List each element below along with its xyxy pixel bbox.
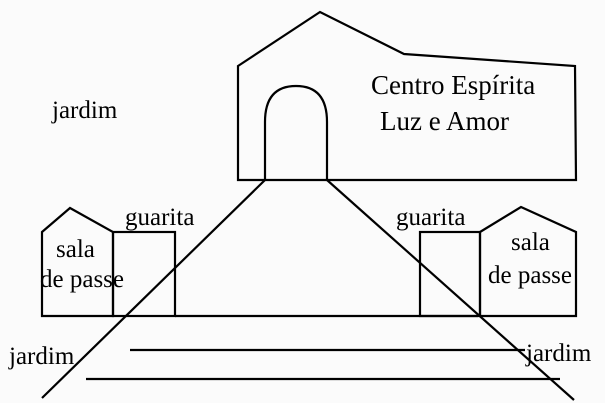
left-pass-room-label-line2: de passe: [40, 266, 124, 293]
right-pass-room: [478, 205, 578, 318]
right-guardhouse: [418, 230, 482, 318]
left-guardhouse-label: guarita: [125, 204, 194, 231]
center-name-line1: Centro Espírita: [371, 70, 535, 100]
right-pass-room-label-line1: sala: [511, 229, 550, 256]
center-building: [236, 10, 578, 182]
right-guardhouse-label: guarita: [396, 204, 465, 231]
arched-entrance: [263, 84, 329, 180]
path-left-edge: [41, 179, 266, 399]
center-name-line2: Luz e Amor: [380, 106, 509, 136]
garden-bottom-right-label: jardim: [525, 340, 592, 367]
garden-top-left-label: jardim: [51, 97, 118, 124]
left-guardhouse: [111, 230, 177, 318]
right-pass-room-label-line2: de passe: [488, 262, 572, 289]
garden-bottom-left-label: jardim: [8, 343, 75, 370]
left-pass-room-label-line1: sala: [56, 236, 95, 263]
path-right-edge: [326, 179, 575, 401]
